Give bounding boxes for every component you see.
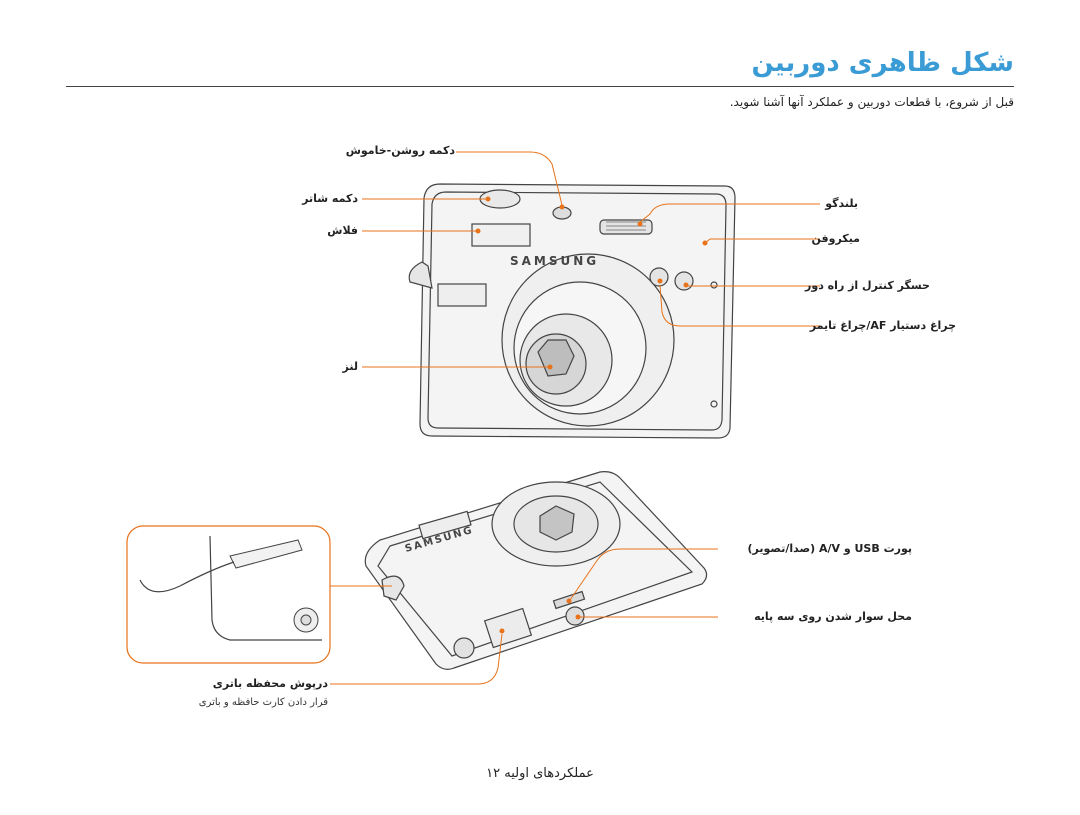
title-rule (66, 86, 1014, 87)
brand-logo-front: SAMSUNG (510, 254, 599, 268)
label-tripod-mount: محل سوار شدن روی سه پایه (754, 610, 912, 623)
label-af-lamp-timer: چراغ دستیار AF/چراغ تایمر (809, 319, 956, 332)
label-battery-cover-note: قرار دادن کارت حافظه و باتری (198, 697, 328, 708)
strap-inset (126, 525, 331, 664)
label-lens: لنز (342, 360, 358, 373)
page-footer: عملکردهای اولیه ۱۲ (486, 766, 594, 781)
front-leader-lines (362, 151, 820, 370)
label-microphone: میکروفن (811, 232, 860, 245)
bottom-leader-lines (330, 548, 718, 685)
label-usb-av-port: پورت USB و A/V (صدا/تصویر) (747, 542, 912, 555)
label-remote-sensor: حسگر کنترل از راه دور (805, 279, 930, 292)
front-camera-drawing (408, 183, 736, 439)
label-speaker: بلندگو (825, 197, 858, 210)
label-power-button: دکمه روشن-خاموش (345, 144, 455, 157)
label-battery-cover: درپوش محفظه باتری (212, 677, 328, 690)
bottom-camera-drawing (364, 471, 708, 670)
label-flash: فلاش (327, 224, 358, 237)
intro-text: قبل از شروع، با قطعات دوربین و عملکرد آن… (729, 95, 1014, 109)
page-title: شکل ظاهری دوربین (751, 48, 1014, 78)
label-shutter-button: دکمه شاتر (302, 192, 358, 205)
